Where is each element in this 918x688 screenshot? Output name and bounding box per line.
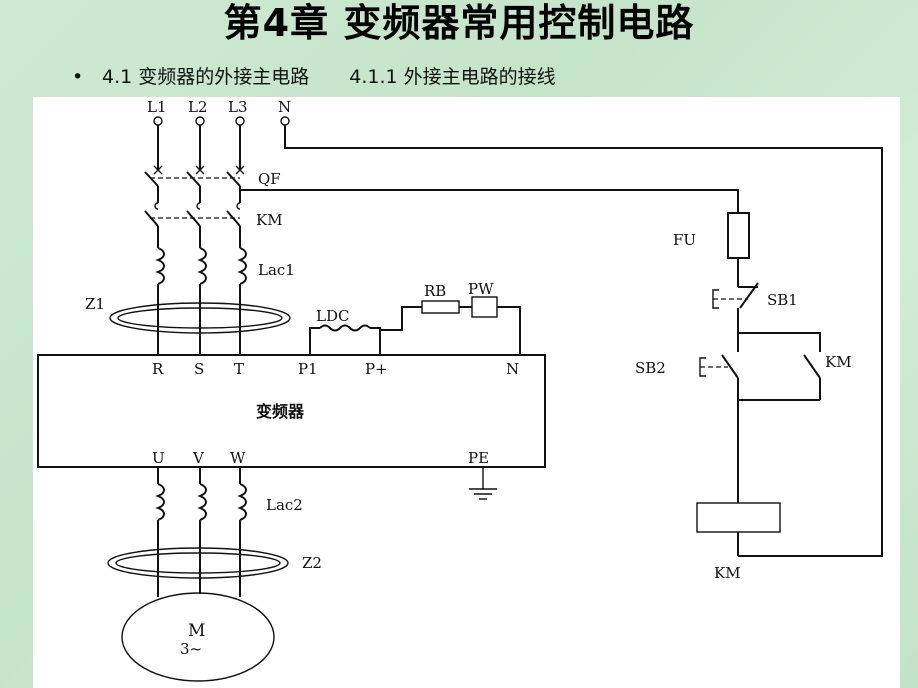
breaker-qf-label: QF bbox=[258, 170, 281, 188]
output-reactor-lac2-icon bbox=[155, 467, 247, 597]
inverter-input-terminals: R S T P1 P+ N bbox=[152, 360, 519, 378]
terminal-v: V bbox=[192, 449, 205, 467]
terminal-p1: P1 bbox=[298, 360, 318, 378]
inverter-output-terminals: U V W PE bbox=[152, 449, 489, 467]
terminal-t: T bbox=[234, 360, 244, 378]
hold-contact-km-label: KM bbox=[825, 353, 852, 371]
contactor-km-label: KM bbox=[256, 211, 283, 229]
contactor-km-main-icon bbox=[144, 210, 241, 248]
terminal-label-n: N bbox=[278, 98, 291, 116]
inverter-label: 变频器 bbox=[256, 402, 305, 421]
fuse-fu-label: FU bbox=[673, 231, 696, 249]
dc-reactor-ldc-icon bbox=[309, 324, 381, 355]
terminal-p-plus: P+ bbox=[365, 360, 388, 378]
brake-wire-right bbox=[497, 306, 521, 355]
terminal-l1-icon bbox=[153, 116, 163, 126]
fuse-fu-icon bbox=[727, 212, 750, 259]
neutral-wire bbox=[284, 125, 883, 557]
brake-unit-pw-label: PW bbox=[468, 280, 494, 298]
breaker-qf-icon bbox=[144, 165, 245, 210]
diagram-panel bbox=[33, 97, 900, 688]
ground-icon bbox=[469, 467, 497, 500]
slide-title: 第4章 变频器常用控制电路 bbox=[223, 1, 695, 45]
subtitle-subsection: 4.1.1 外接主电路的接线 bbox=[349, 66, 556, 88]
inverter-box bbox=[37, 354, 546, 468]
motor-icon bbox=[121, 592, 275, 682]
terminal-n-dc: N bbox=[506, 360, 519, 378]
output-filter-z2-label: Z2 bbox=[302, 554, 322, 572]
terminal-w: W bbox=[230, 449, 246, 467]
output-reactor-lac2-label: Lac2 bbox=[266, 496, 303, 514]
hold-contact-km-icon bbox=[803, 354, 821, 400]
start-button-sb2-label: SB2 bbox=[635, 359, 666, 377]
input-reactor-lac1-label: Lac1 bbox=[258, 261, 295, 279]
coil-km-label: KM bbox=[714, 564, 741, 582]
motor-phase-label: 3~ bbox=[180, 640, 202, 658]
brake-resistor-rb-icon bbox=[421, 300, 460, 314]
supply-terminals: L1 L2 L3 N bbox=[147, 98, 291, 126]
terminal-l2-icon bbox=[195, 116, 205, 126]
terminal-pe: PE bbox=[468, 449, 489, 467]
stop-button-sb1-label: SB1 bbox=[767, 291, 798, 309]
terminal-r: R bbox=[152, 360, 164, 378]
coil-km-icon bbox=[696, 502, 781, 533]
brake-unit-pw-icon bbox=[471, 296, 498, 318]
terminal-s: S bbox=[194, 360, 204, 378]
brake-resistor-rb-label: RB bbox=[424, 282, 446, 300]
terminal-u: U bbox=[152, 449, 165, 467]
terminal-label-l3: L3 bbox=[228, 98, 248, 116]
start-button-sb2-icon bbox=[699, 333, 739, 400]
output-filter-z2-icon bbox=[107, 547, 289, 579]
terminal-label-l1: L1 bbox=[147, 98, 167, 116]
stop-button-sb1-icon bbox=[712, 282, 759, 333]
terminal-label-l2: L2 bbox=[188, 98, 208, 116]
terminal-l3-icon bbox=[235, 116, 245, 126]
terminal-n-icon bbox=[280, 116, 290, 126]
bullet-icon: • bbox=[72, 66, 84, 88]
input-filter-z1-icon bbox=[109, 302, 291, 334]
input-reactor-lac1-icon bbox=[155, 247, 247, 355]
input-filter-z1-label: Z1 bbox=[85, 295, 105, 313]
subtitle-row: • 4.1 变频器的外接主电路 4.1.1 外接主电路的接线 bbox=[72, 62, 556, 89]
brake-wire-left bbox=[380, 306, 422, 331]
phase-wires-top bbox=[157, 125, 241, 170]
subtitle-section: 4.1 变频器的外接主电路 bbox=[102, 66, 310, 88]
hold-branch-top bbox=[738, 332, 821, 352]
dc-reactor-ldc-label: LDC bbox=[316, 307, 349, 325]
control-supply-wire bbox=[240, 189, 739, 213]
motor-label: M bbox=[188, 621, 205, 641]
